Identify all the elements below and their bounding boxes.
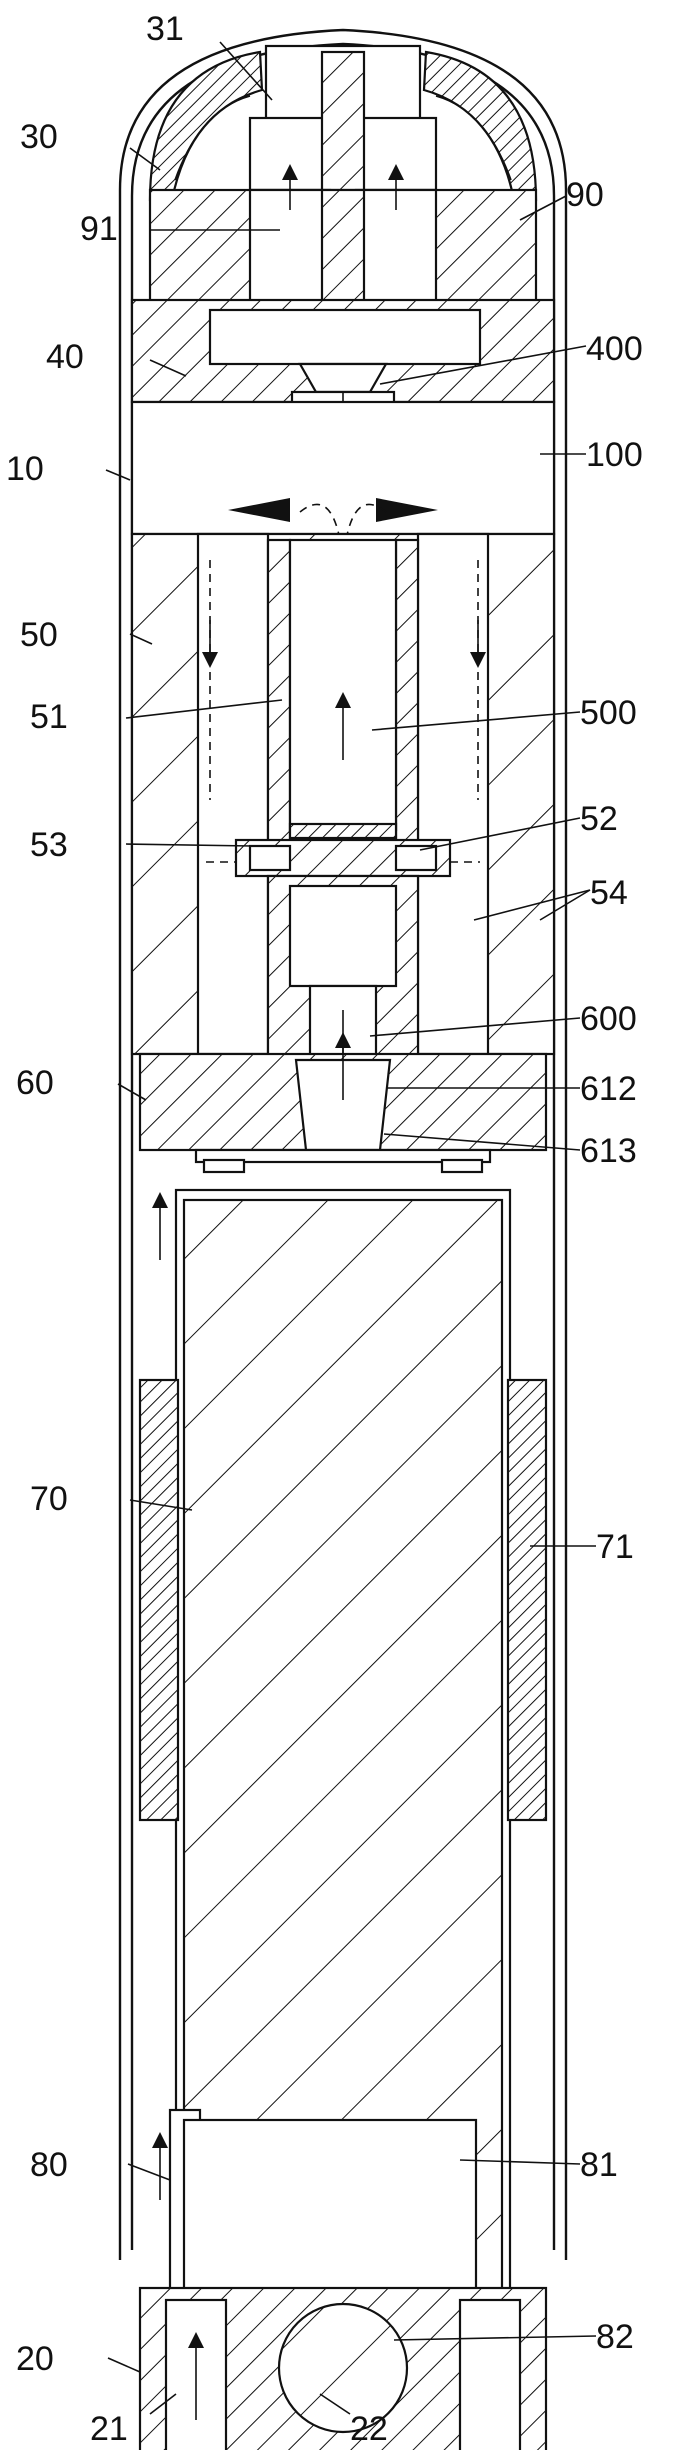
label-52: 52 (580, 800, 618, 838)
label-80: 80 (30, 2146, 68, 2184)
label-70: 70 (30, 1480, 68, 1518)
label-53: 53 (30, 826, 68, 864)
label-20: 20 (16, 2340, 54, 2378)
label-51: 51 (30, 698, 68, 736)
label-30: 30 (20, 118, 58, 156)
label-10: 10 (6, 450, 44, 488)
label-81: 81 (580, 2146, 618, 2184)
label-21: 21 (90, 2410, 128, 2448)
label-600: 600 (580, 1000, 637, 1038)
label-612: 612 (580, 1070, 637, 1108)
label-60: 60 (16, 1064, 54, 1102)
label-40: 40 (46, 338, 84, 376)
label-91: 91 (80, 210, 118, 248)
flow-arrows (152, 164, 486, 2420)
label-71: 71 (596, 1528, 634, 1566)
label-100: 100 (586, 436, 643, 474)
label-54: 54 (590, 874, 628, 912)
label-500: 500 (580, 694, 637, 732)
reference-labels: 31 30 90 91 40 400 10 100 50 51 500 53 5… (6, 10, 643, 2448)
label-50: 50 (20, 616, 58, 654)
lower-block (168, 2108, 478, 2292)
label-22: 22 (350, 2410, 388, 2448)
upper-block (148, 188, 538, 318)
label-90: 90 (566, 176, 604, 214)
outer-housing (118, 28, 568, 2260)
bottom-block (138, 2286, 548, 2450)
air-chamber (130, 400, 556, 541)
label-31: 31 (146, 10, 184, 48)
label-400: 400 (586, 330, 643, 368)
top-cap (148, 44, 538, 202)
label-82: 82 (596, 2318, 634, 2356)
label-613: 613 (580, 1132, 637, 1170)
leader-lines (105, 41, 597, 2415)
